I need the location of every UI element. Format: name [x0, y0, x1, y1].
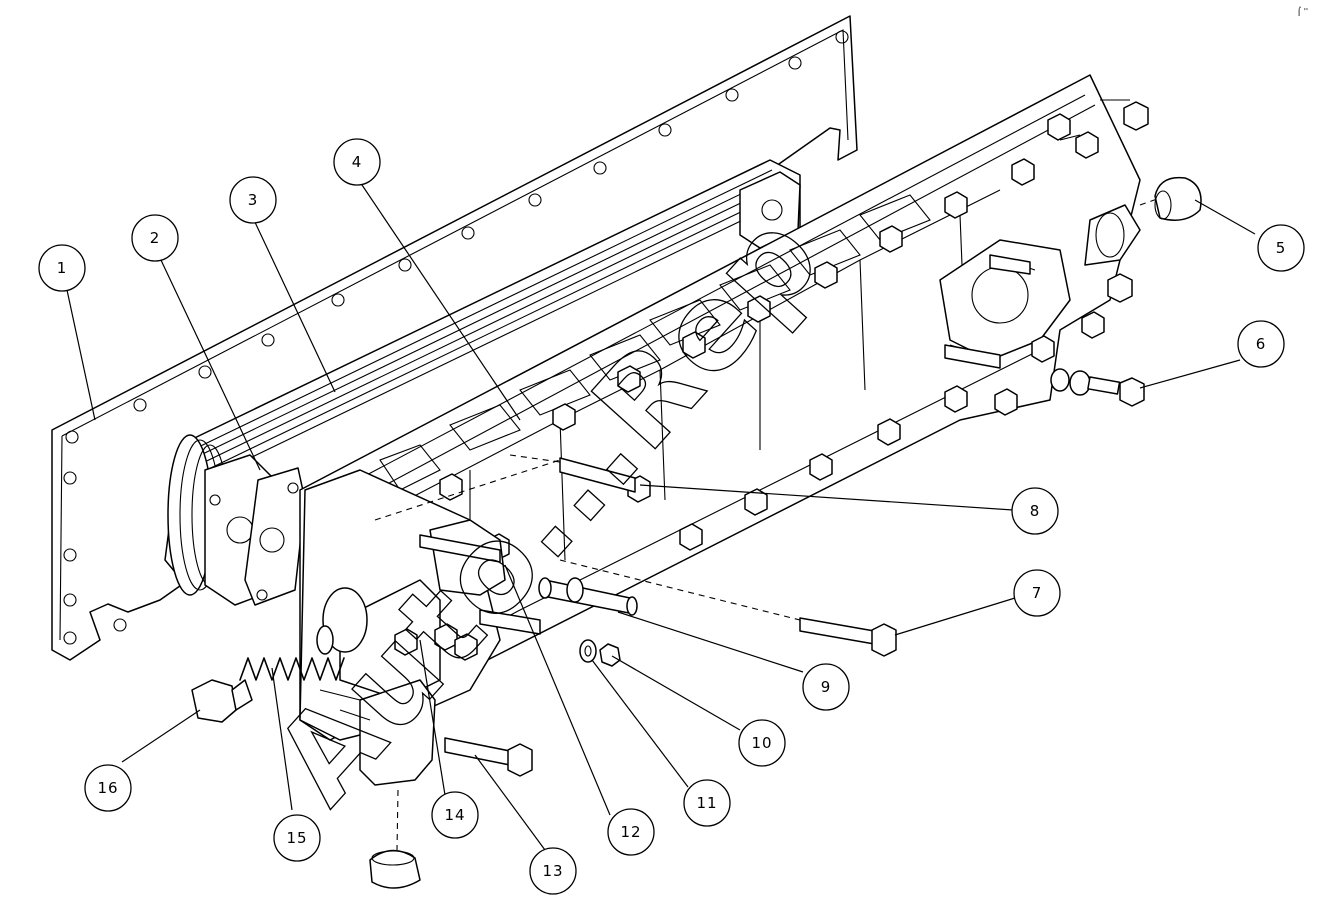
callout-11: 11: [683, 779, 731, 827]
washer-part-11: [579, 639, 597, 663]
callout-5: 5: [1257, 224, 1305, 272]
gasket-part-2: [244, 467, 306, 606]
svg-text:10: 10: [751, 734, 772, 752]
plug-part-16: [191, 679, 253, 723]
svg-text:9: 9: [821, 678, 832, 696]
callout-10: 10: [738, 719, 786, 767]
callout-14: 14: [431, 791, 479, 839]
callout-12: 12: [607, 808, 655, 856]
fitting-part-9: [538, 577, 638, 616]
filter-head-part-14: [299, 469, 541, 786]
svg-text:13: 13: [542, 862, 563, 880]
callout-7: 7: [1013, 569, 1061, 617]
callout-15: 15: [273, 814, 321, 862]
corner-mark: ⌠ '': [1297, 6, 1308, 16]
spring-part-15: [239, 625, 345, 681]
svg-text:4: 4: [352, 153, 363, 171]
svg-text:3: 3: [248, 191, 259, 209]
svg-text:8: 8: [1030, 502, 1041, 520]
bolt-part-7: [799, 617, 897, 657]
cooler-housing-part-4: [299, 74, 1141, 741]
svg-text:2: 2: [150, 229, 161, 247]
callout-8: 8: [1011, 487, 1059, 535]
assembly-dashed-lines: [374, 197, 1161, 851]
callouts: 1 2 3 4 5 6 7 8 9 10 11 12 13 14 15 16: [38, 138, 1305, 895]
svg-text:6: 6: [1256, 335, 1267, 353]
svg-text:14: 14: [444, 806, 465, 824]
bolt-part-13: [444, 737, 533, 777]
svg-text:5: 5: [1276, 239, 1287, 257]
svg-text:7: 7: [1032, 584, 1043, 602]
callout-3: 3: [229, 176, 277, 224]
bolt-part-6: [1050, 368, 1145, 407]
svg-text:11: 11: [696, 794, 717, 812]
svg-text:1: 1: [57, 259, 68, 277]
bolt-part-8: [559, 457, 636, 493]
callout-13: 13: [529, 847, 577, 895]
bottom-cap: [369, 849, 421, 889]
svg-text:15: 15: [286, 829, 307, 847]
callout-4: 4: [333, 138, 381, 186]
callout-2: 2: [131, 214, 179, 262]
callout-9: 9: [802, 663, 850, 711]
callout-16: 16: [84, 764, 132, 812]
nut-part-10: [599, 643, 621, 667]
svg-text:12: 12: [620, 823, 641, 841]
svg-text:16: 16: [97, 779, 118, 797]
callout-leaders: [66, 181, 1256, 851]
cap-part-5: [1154, 176, 1202, 221]
callout-6: 6: [1237, 320, 1285, 368]
callout-1: 1: [38, 244, 86, 292]
